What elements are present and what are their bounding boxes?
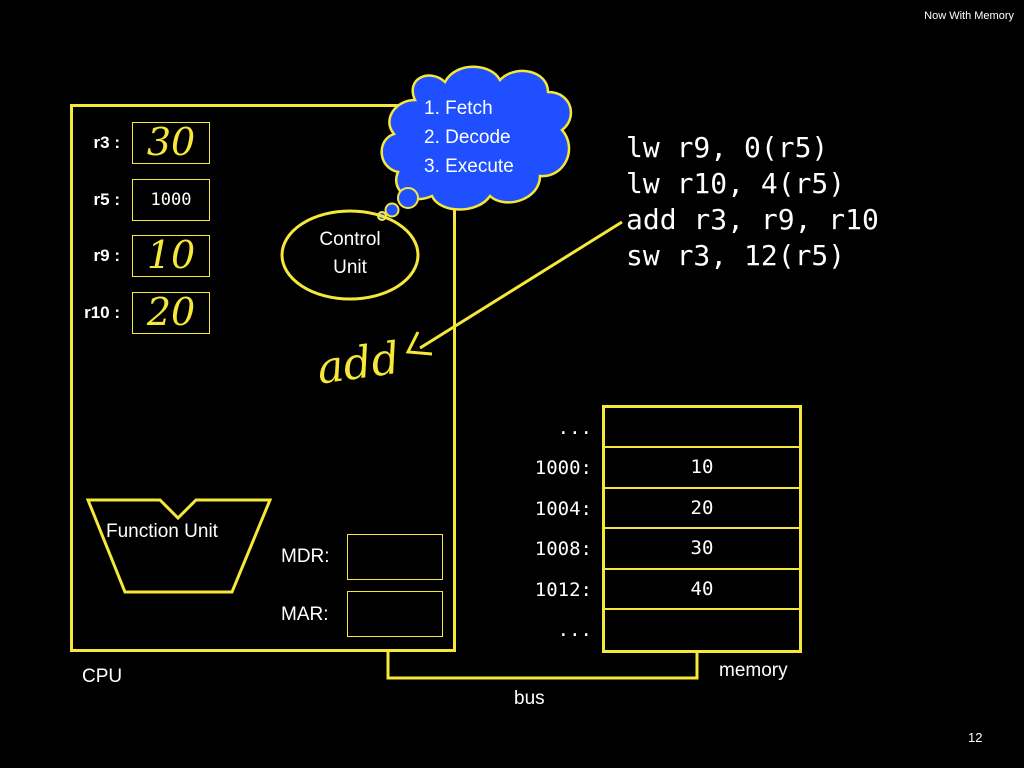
- function-unit-label: Function Unit: [106, 521, 218, 542]
- step-fetch: 1. Fetch: [424, 98, 493, 119]
- register-label-r10: r10 :: [84, 303, 120, 322]
- code-listing: lw r9, 0(r5) lw r10, 4(r5) add r3, r9, r…: [626, 130, 879, 274]
- register-label-r5: r5 :: [93, 190, 120, 209]
- control-unit-line2: Unit: [333, 257, 367, 278]
- register-r5-value: 1000: [150, 190, 192, 210]
- mdr-label: MDR:: [281, 546, 330, 567]
- mar-label: MAR:: [281, 604, 329, 625]
- thought-bubble-cloud: [377, 65, 573, 221]
- register-r5-box: 1000: [132, 179, 210, 221]
- code-line: add r3, r9, r10: [626, 203, 879, 236]
- memory-address: ...: [557, 618, 592, 641]
- memory-address: ...: [557, 417, 592, 439]
- memory-address: 1000:: [534, 457, 592, 480]
- control-unit-line1: Control: [319, 229, 381, 250]
- memory-cell: 20: [605, 489, 799, 530]
- register-r3-box: 30: [132, 122, 210, 164]
- mdr-register-box: [347, 534, 443, 580]
- register-r10-box: 20: [132, 292, 210, 334]
- decode-arrow-head: [405, 331, 433, 356]
- step-decode: 2. Decode: [424, 127, 511, 148]
- control-unit-label: Control Unit: [290, 226, 410, 282]
- decoded-instruction-annotation: add: [314, 333, 403, 395]
- memory-address: 1004:: [534, 497, 592, 520]
- code-line: sw r3, 12(r5): [626, 239, 846, 272]
- step-execute: 3. Execute: [424, 156, 514, 177]
- memory-table: 10 20 30 40: [602, 405, 802, 654]
- memory-address-column: ... 1000: 1004: 1008: 1012: ...: [502, 408, 592, 650]
- memory-cell: [605, 408, 799, 449]
- function-unit-shape: [85, 498, 273, 594]
- memory-cell: [605, 610, 799, 650]
- cpu-label: CPU: [82, 666, 123, 687]
- code-line: lw r10, 4(r5): [626, 167, 846, 200]
- register-r9-box: 10: [132, 235, 210, 277]
- slide-header-note: Now With Memory: [924, 10, 1014, 22]
- memory-cell: 40: [605, 570, 799, 610]
- cpu-box: [70, 104, 456, 652]
- memory-label: memory: [719, 660, 788, 681]
- thought-bubble-text: 1. Fetch 2. Decode 3. Execute: [424, 94, 514, 181]
- mar-register-box: [347, 591, 443, 637]
- bus-label: bus: [514, 688, 545, 709]
- register-label-r9: r9 :: [93, 246, 120, 265]
- memory-address: 1008:: [534, 538, 592, 561]
- bus-line: [386, 650, 699, 680]
- control-unit-ellipse: [280, 209, 420, 301]
- register-r3-value: 30: [146, 120, 196, 164]
- register-r10-value: 20: [146, 290, 196, 334]
- code-line: lw r9, 0(r5): [626, 131, 829, 164]
- decode-arrow-line: [419, 220, 623, 350]
- memory-cell: 10: [605, 448, 799, 489]
- register-r9-value: 10: [146, 233, 196, 277]
- register-label-r3: r3 :: [93, 133, 120, 152]
- memory-address: 1012:: [534, 578, 592, 601]
- memory-cell: 30: [605, 529, 799, 570]
- page-number: 12: [968, 730, 983, 745]
